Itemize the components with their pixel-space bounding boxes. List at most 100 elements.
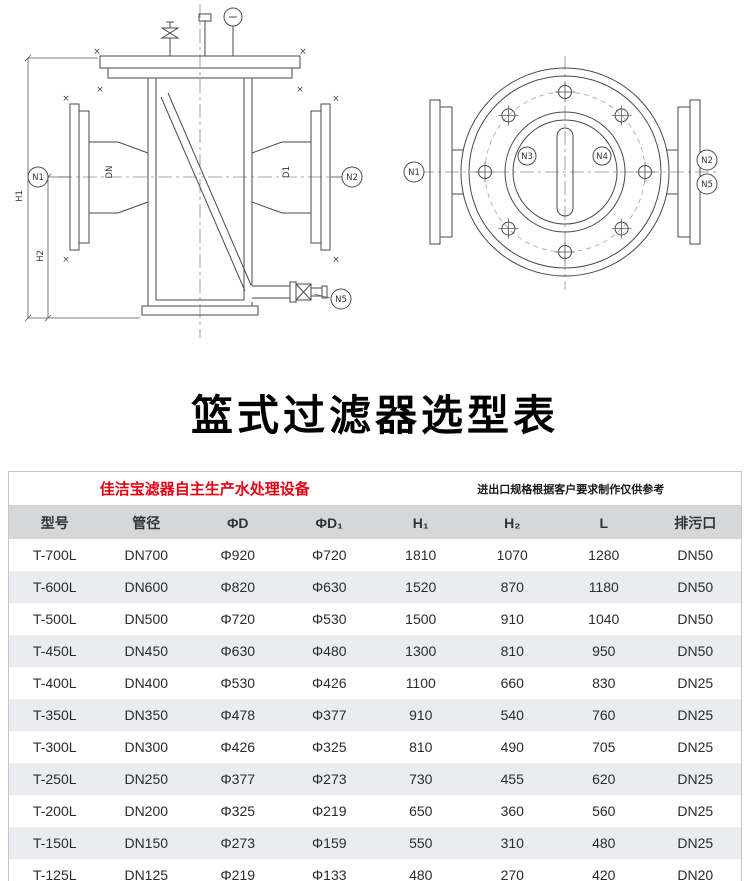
table-cell: 910 [500, 611, 524, 627]
table-cell: 810 [500, 643, 524, 659]
dim-h2: H2 [36, 250, 46, 262]
table-cell: Φ273 [311, 771, 347, 787]
table-cell: 705 [592, 739, 616, 755]
table-cell: 730 [409, 771, 433, 787]
label-n5: N5 [335, 295, 347, 305]
table-cell: Φ630 [311, 579, 347, 595]
brand-header: 佳洁宝滤器自主生产水处理设备 [99, 481, 310, 498]
svg-text:×: × [62, 94, 70, 104]
table-cell: DN700 [124, 547, 169, 563]
label-n4: N4 [596, 152, 608, 162]
table-cell: DN150 [124, 835, 169, 851]
table-cell: 1180 [588, 579, 619, 595]
table-cell: 480 [409, 867, 433, 881]
drain-assembly [252, 281, 328, 303]
table-cell: DN600 [124, 579, 169, 595]
bolt-holes [475, 82, 655, 262]
table-cell: T-450L [32, 643, 77, 659]
table-cell: Φ920 [220, 547, 256, 563]
table-cell: T-400L [32, 675, 77, 691]
table-cell: DN50 [677, 547, 714, 563]
table-cell: T-700L [32, 547, 77, 563]
table-cell: T-350L [32, 707, 77, 723]
table-cell: Φ133 [311, 867, 347, 881]
table-cell: Φ273 [220, 835, 256, 851]
table-cell: 620 [592, 771, 616, 787]
column-header: H₁ [375, 506, 467, 539]
table-cell: 660 [500, 675, 524, 691]
basket-screen [160, 92, 252, 292]
column-header: ΦD₁ [283, 506, 375, 539]
table-cell: Φ720 [311, 547, 347, 563]
table-title-row: 佳洁宝滤器自主生产水处理设备 进出口规格根据客户要求制作仅供参考 [9, 472, 741, 506]
table-cell: Φ159 [311, 835, 347, 851]
table-cell: 1070 [496, 547, 528, 563]
table-cell: Φ426 [311, 675, 347, 691]
label-n2: N2 [346, 173, 358, 183]
vessel-body [141, 78, 259, 316]
table-cell: Φ219 [220, 867, 256, 881]
brand-note: 进出口规格根据客户要求制作仅供参考 [477, 483, 665, 496]
table-cell: DN20 [677, 867, 714, 881]
table-cell: T-600L [32, 579, 77, 595]
table-cell: DN125 [124, 867, 169, 881]
table-cell: T-500L [32, 611, 77, 627]
svg-text:×: × [96, 85, 104, 95]
page-title: 篮式过滤器选型表 [190, 392, 559, 439]
label-n1: N1 [32, 173, 44, 183]
label-n3: N3 [521, 152, 533, 162]
table-cell: 870 [500, 579, 524, 595]
table-cell: 910 [409, 707, 433, 723]
table-cell: 420 [592, 867, 616, 881]
table-cell: T-300L [32, 739, 77, 755]
table-cell: Φ720 [220, 611, 256, 627]
table-cell: 455 [500, 771, 524, 787]
column-header: L [558, 506, 650, 539]
table-cell: 550 [409, 835, 433, 851]
table-cell: 1100 [405, 675, 436, 691]
table-cell: 560 [592, 803, 616, 819]
nozzle-labels-front: N3 N4 N1 N2 N5 [403, 146, 718, 195]
svg-text:×: × [332, 94, 340, 104]
table-cell: Φ325 [311, 739, 347, 755]
column-header: ΦD [192, 506, 284, 539]
side-flanges-front [429, 99, 701, 245]
outlet-flange: × × [310, 94, 340, 265]
table-cell: DN350 [124, 707, 169, 723]
table-cell: 540 [500, 707, 524, 723]
table-cell: Φ530 [311, 611, 347, 627]
table-cell: 270 [500, 867, 524, 881]
column-header: 排污口 [649, 506, 741, 539]
table-cell: Φ480 [311, 643, 347, 659]
table-cell: DN50 [677, 611, 714, 627]
table-cell: 1300 [405, 643, 437, 659]
column-header: 管径 [100, 506, 192, 539]
dim-h1: H1 [15, 190, 25, 202]
table-cell: 1040 [588, 611, 620, 627]
table-cell: Φ630 [220, 643, 256, 659]
svg-text:×: × [93, 47, 101, 57]
table-cell: DN50 [677, 579, 714, 595]
table-cell: Φ377 [220, 771, 256, 787]
table-cell: 1520 [405, 579, 437, 595]
table-cell: T-250L [32, 771, 77, 787]
table-cell: 950 [592, 643, 616, 659]
strainer-drawing-svg: × × × × × × × × [15, 4, 718, 338]
nozzle-labels-side: N1 N2 N5 [27, 166, 363, 310]
table-cell: DN25 [677, 675, 714, 691]
table-cell: 830 [592, 675, 616, 691]
table-cell: 1500 [405, 611, 437, 627]
side-view-drawing: × × × × × × × × [15, 4, 363, 338]
